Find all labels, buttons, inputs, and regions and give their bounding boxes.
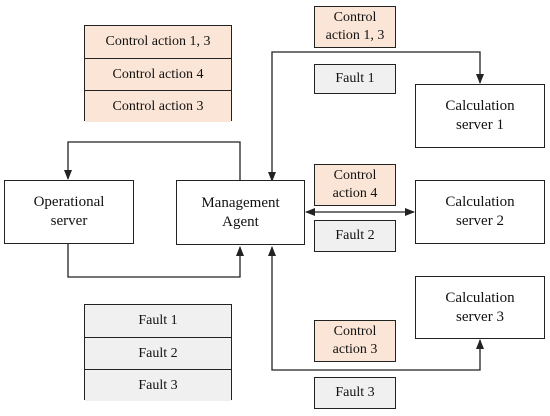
- control-actions-row: Control action 1, 3: [85, 26, 231, 58]
- faults-table: Fault 1 Fault 2 Fault 3: [84, 304, 232, 401]
- calculation-server-3-node: Calculation server 3: [415, 276, 545, 339]
- control-label-calc1: Control action 1, 3: [314, 6, 396, 48]
- fault-label-calc3: Fault 3: [314, 377, 396, 409]
- control-label-calc2: Control action 4: [314, 164, 396, 206]
- edge-operational-to-agent: [67, 244, 244, 278]
- control-actions-row: Control action 3: [85, 90, 231, 122]
- edge-agent-calc3: [268, 246, 484, 371]
- control-actions-row: Control action 4: [85, 58, 231, 90]
- calculation-server-1-node: Calculation server 1: [415, 84, 545, 148]
- edge-agent-calc1: [268, 51, 484, 182]
- fault-label-calc1: Fault 1: [314, 64, 396, 94]
- control-label-calc3: Control action 3: [314, 320, 396, 362]
- faults-row: Fault 3: [85, 369, 231, 401]
- faults-row: Fault 1: [85, 305, 231, 337]
- operational-server-node: Operational server: [4, 180, 134, 244]
- calculation-server-2-node: Calculation server 2: [415, 180, 545, 244]
- faults-row: Fault 2: [85, 337, 231, 369]
- control-actions-table: Control action 1, 3 Control action 4 Con…: [84, 25, 232, 122]
- fault-label-calc2: Fault 2: [314, 220, 396, 252]
- management-agent-node: Management Agent: [176, 180, 305, 245]
- edge-agent-to-operational: [64, 141, 241, 181]
